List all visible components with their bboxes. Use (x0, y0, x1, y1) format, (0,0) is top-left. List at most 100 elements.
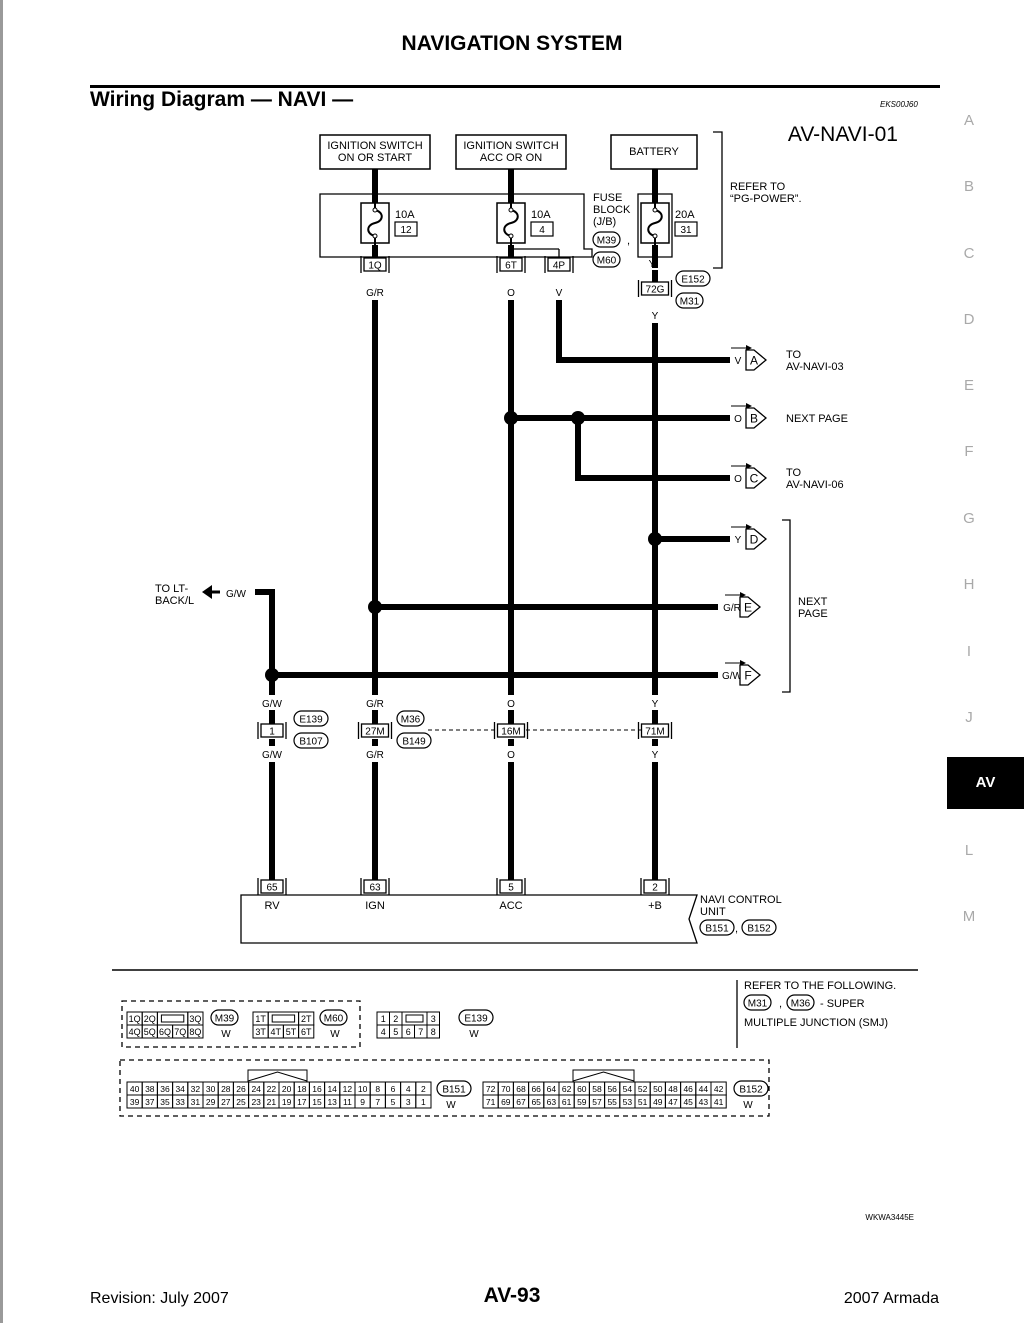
legend-m39-pin-label: 3Q (189, 1014, 201, 1024)
legend-b151-pin-label: 24 (251, 1084, 261, 1094)
side-index-h[interactable]: H (963, 576, 975, 593)
legend-b152-pin-label: 52 (638, 1084, 648, 1094)
legend-b152-pin-label: 71 (486, 1097, 496, 1107)
legend-b152-latch (572, 1069, 635, 1082)
legend-b152-pin-label: 46 (683, 1084, 693, 1094)
legend-b151-pin-label: 25 (236, 1097, 246, 1107)
unit-terminal-2 (643, 879, 667, 894)
arrow-D-letter: D (750, 533, 759, 547)
diagram-id: AV-NAVI-01 (788, 123, 898, 146)
legend-b151-pin-label: 31 (191, 1097, 201, 1107)
fuse-block-outline-battery (637, 193, 673, 258)
legend-b151-pin-label: 22 (267, 1084, 277, 1094)
legend-b152-pin-label: 67 (516, 1097, 526, 1107)
fuse-3-pin (652, 233, 658, 239)
connector-m36-label: M36 (401, 715, 421, 726)
fuse-connector-comma: , (627, 235, 630, 247)
legend-b151-pin-label: 9 (360, 1097, 365, 1107)
arrow-B-dest-1: NEXT PAGE (786, 413, 848, 425)
connector-e152-label: E152 (681, 275, 705, 286)
legend-b151-pin-label: 27 (221, 1097, 231, 1107)
legend-m39-pin-label: 7Q (174, 1027, 186, 1037)
legend-b151-pin-label: 2 (421, 1084, 426, 1094)
mid-gw-color-bot: G/W (262, 750, 283, 761)
legend-b152-pin-label: 43 (699, 1097, 709, 1107)
terminal-1q-label: 1Q (368, 261, 382, 272)
fuse-block-label-1: FUSE (593, 192, 622, 204)
mid-gr-color-bot: G/R (366, 750, 384, 761)
fuse-2-num-box (530, 221, 554, 237)
side-index-i[interactable]: I (966, 643, 972, 660)
fuse-2-num: 4 (539, 225, 545, 236)
arrow-C-flag (745, 467, 768, 489)
arrow-B-wire-color: O (734, 414, 742, 425)
terminal-6t-label: 6T (505, 261, 517, 272)
side-index-f[interactable]: F (964, 443, 974, 460)
legend-b151-pin-label: 5 (391, 1097, 396, 1107)
legend-b152-pin-label: 58 (592, 1084, 602, 1094)
mid-y-color-bot: Y (652, 750, 659, 761)
arrow-A-wire-color: V (735, 356, 742, 367)
legend-b152-pin-label: 59 (577, 1097, 587, 1107)
legend-refer-comma: , (779, 998, 782, 1010)
footer-page-number: AV-93 (483, 1284, 541, 1307)
legend-b151-pin-label: 11 (343, 1097, 352, 1107)
side-index-g[interactable]: G (963, 510, 975, 527)
arrow-C-dest-1: TO (786, 467, 802, 479)
side-index-m[interactable]: M (962, 908, 976, 925)
legend-b151-pin-label: 20 (282, 1084, 292, 1094)
arrow-A-dest-2: AV-NAVI-03 (786, 361, 844, 373)
side-index-b[interactable]: B (963, 178, 974, 195)
connector-e139-label: E139 (299, 715, 323, 726)
side-index-j[interactable]: J (965, 709, 973, 726)
battery-label: BATTERY (629, 146, 679, 158)
to-lt-back-line2: BACK/L (155, 595, 194, 607)
legend-e139-pin-label: 3 (431, 1014, 436, 1024)
arrow-A-letter: A (750, 354, 758, 368)
side-index-c[interactable]: C (963, 245, 975, 262)
side-index-av[interactable]: AV (947, 757, 1024, 809)
legend-m60-key (267, 1011, 300, 1026)
legend-b152-id (733, 1080, 769, 1097)
legend-b152-pin-label: 65 (531, 1097, 541, 1107)
legend-e139-pin (426, 1024, 440, 1039)
next-page-group-1: NEXT (798, 596, 828, 608)
connector-m31 (675, 292, 704, 309)
side-index-l[interactable]: L (964, 842, 974, 859)
connector-e152 (675, 270, 711, 287)
legend-b151-pin-label: 37 (145, 1097, 155, 1107)
legend-b151-latch-mark (247, 1071, 308, 1082)
legend-b152-color: W (743, 1100, 753, 1111)
legend-m39-pin (187, 1024, 204, 1039)
legend-b151-pin-label: 40 (130, 1084, 140, 1094)
side-index-e[interactable]: E (963, 377, 974, 394)
ignition-switch-acc-on-box-line1: IGNITION SWITCH (463, 140, 558, 152)
legend-e139-pin-label: 6 (406, 1027, 411, 1037)
mid-y-color-top: Y (652, 699, 659, 710)
connector-m36 (396, 710, 425, 727)
mid-terminal-gw (260, 723, 284, 738)
fuse-block-label-2: BLOCK (593, 204, 631, 216)
legend-b151-pin-label: 38 (145, 1084, 155, 1094)
unit-terminal-+b-name: +B (648, 900, 662, 912)
legend-connector-m36-label: M36 (791, 999, 811, 1010)
legend-b152-pin-label: 72 (486, 1084, 496, 1094)
fuse-block-connector-m39-label: M39 (597, 236, 617, 247)
legend-m39-color: W (221, 1029, 231, 1040)
side-index-d[interactable]: D (963, 311, 975, 328)
legend-b151-pin-label: 8 (375, 1084, 380, 1094)
side-index-a[interactable]: A (963, 112, 974, 129)
legend-refer-line2: - SUPER (820, 998, 865, 1010)
legend-b152-pin-label: 57 (592, 1097, 602, 1107)
unit-terminal-63-label: 63 (369, 883, 381, 894)
legend-m39-id-label: M39 (215, 1014, 235, 1025)
legend-m60-color: W (330, 1029, 340, 1040)
legend-b152-pin-label: 44 (699, 1084, 709, 1094)
legend-b152-pin-label: 51 (638, 1097, 648, 1107)
fuse-2-amp: 10A (531, 209, 551, 221)
fuse-3-num: 31 (680, 225, 692, 236)
legend-b152-pin-label: 63 (547, 1097, 557, 1107)
legend-b152-pin-label: 47 (668, 1097, 678, 1107)
arrow-C-dest-2: AV-NAVI-06 (786, 479, 844, 491)
